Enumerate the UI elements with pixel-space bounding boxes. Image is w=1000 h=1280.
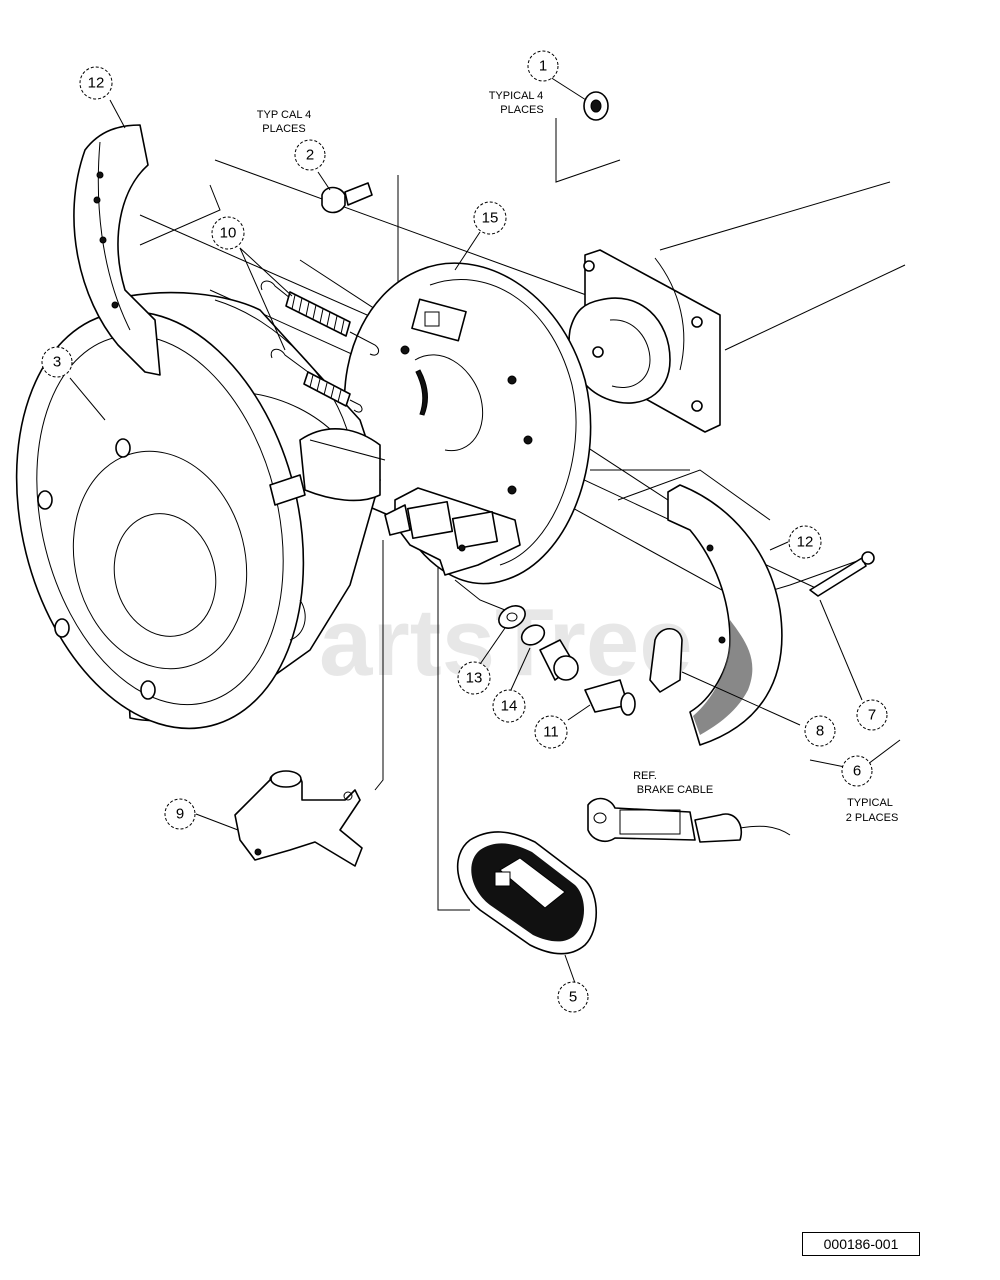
callout-12-upper: 12 — [79, 66, 113, 100]
callout-15: 15 — [473, 201, 507, 235]
callout-1: 1 — [527, 50, 559, 82]
adjuster-hardware — [498, 605, 636, 716]
note-typical-4-line2: PLACES — [500, 104, 543, 116]
brake-shoe-lower — [667, 484, 783, 746]
callout-14: 14 — [492, 689, 526, 723]
svg-text:8: 8 — [816, 723, 824, 740]
svg-text:3: 3 — [53, 354, 61, 371]
callout-2: 2 — [294, 139, 326, 171]
boot-grommet — [456, 831, 597, 955]
brake-drum — [15, 291, 386, 730]
callout-5: 5 — [557, 981, 589, 1013]
callout-12-lower: 12 — [788, 525, 822, 559]
svg-text:13: 13 — [466, 670, 483, 687]
svg-text:9: 9 — [176, 806, 184, 823]
pin — [809, 551, 875, 597]
note-typcal-4-line1: TYP CAL 4 — [257, 109, 311, 121]
brake-shoe-upper — [73, 124, 161, 376]
leader-lines — [69, 76, 901, 984]
note-typical-2-line1: TYPICAL — [847, 797, 893, 809]
svg-text:12: 12 — [797, 534, 814, 551]
callout-13: 13 — [457, 661, 491, 695]
callout-3: 3 — [41, 346, 73, 378]
svg-text:7: 7 — [868, 707, 876, 724]
svg-text:15: 15 — [482, 210, 499, 227]
lock-nut — [583, 91, 609, 121]
callout-7: 7 — [856, 699, 888, 731]
note-typical-4-line1: TYPICAL 4 — [489, 90, 544, 102]
note-typcal-4-line2: PLACES — [262, 123, 305, 135]
svg-text:12: 12 — [88, 75, 105, 92]
svg-text:14: 14 — [501, 698, 518, 715]
svg-text:10: 10 — [220, 225, 237, 242]
drawing-number: 000186-001 — [802, 1232, 920, 1256]
axle-housing — [568, 181, 906, 433]
svg-text:2: 2 — [306, 147, 314, 164]
return-springs — [260, 280, 380, 413]
note-ref-line1: REF. — [633, 770, 657, 782]
svg-text:11: 11 — [543, 724, 559, 741]
svg-text:1: 1 — [539, 58, 547, 75]
callout-9: 9 — [164, 798, 196, 830]
callout-10: 10 — [211, 216, 245, 250]
adjuster-assembly — [384, 487, 521, 576]
callout-11: 11 — [534, 715, 568, 749]
note-typical-2-line2: 2 PLACES — [846, 812, 899, 824]
brake-lever — [234, 770, 363, 867]
brake-cable-end — [587, 797, 791, 843]
svg-text:5: 5 — [569, 989, 577, 1006]
callout-6: 6 — [841, 755, 873, 787]
bolt — [321, 182, 373, 214]
callout-8: 8 — [804, 715, 836, 747]
spring-clip — [649, 627, 683, 693]
note-ref-line2: BRAKE CABLE — [637, 784, 713, 796]
svg-text:6: 6 — [853, 763, 861, 780]
